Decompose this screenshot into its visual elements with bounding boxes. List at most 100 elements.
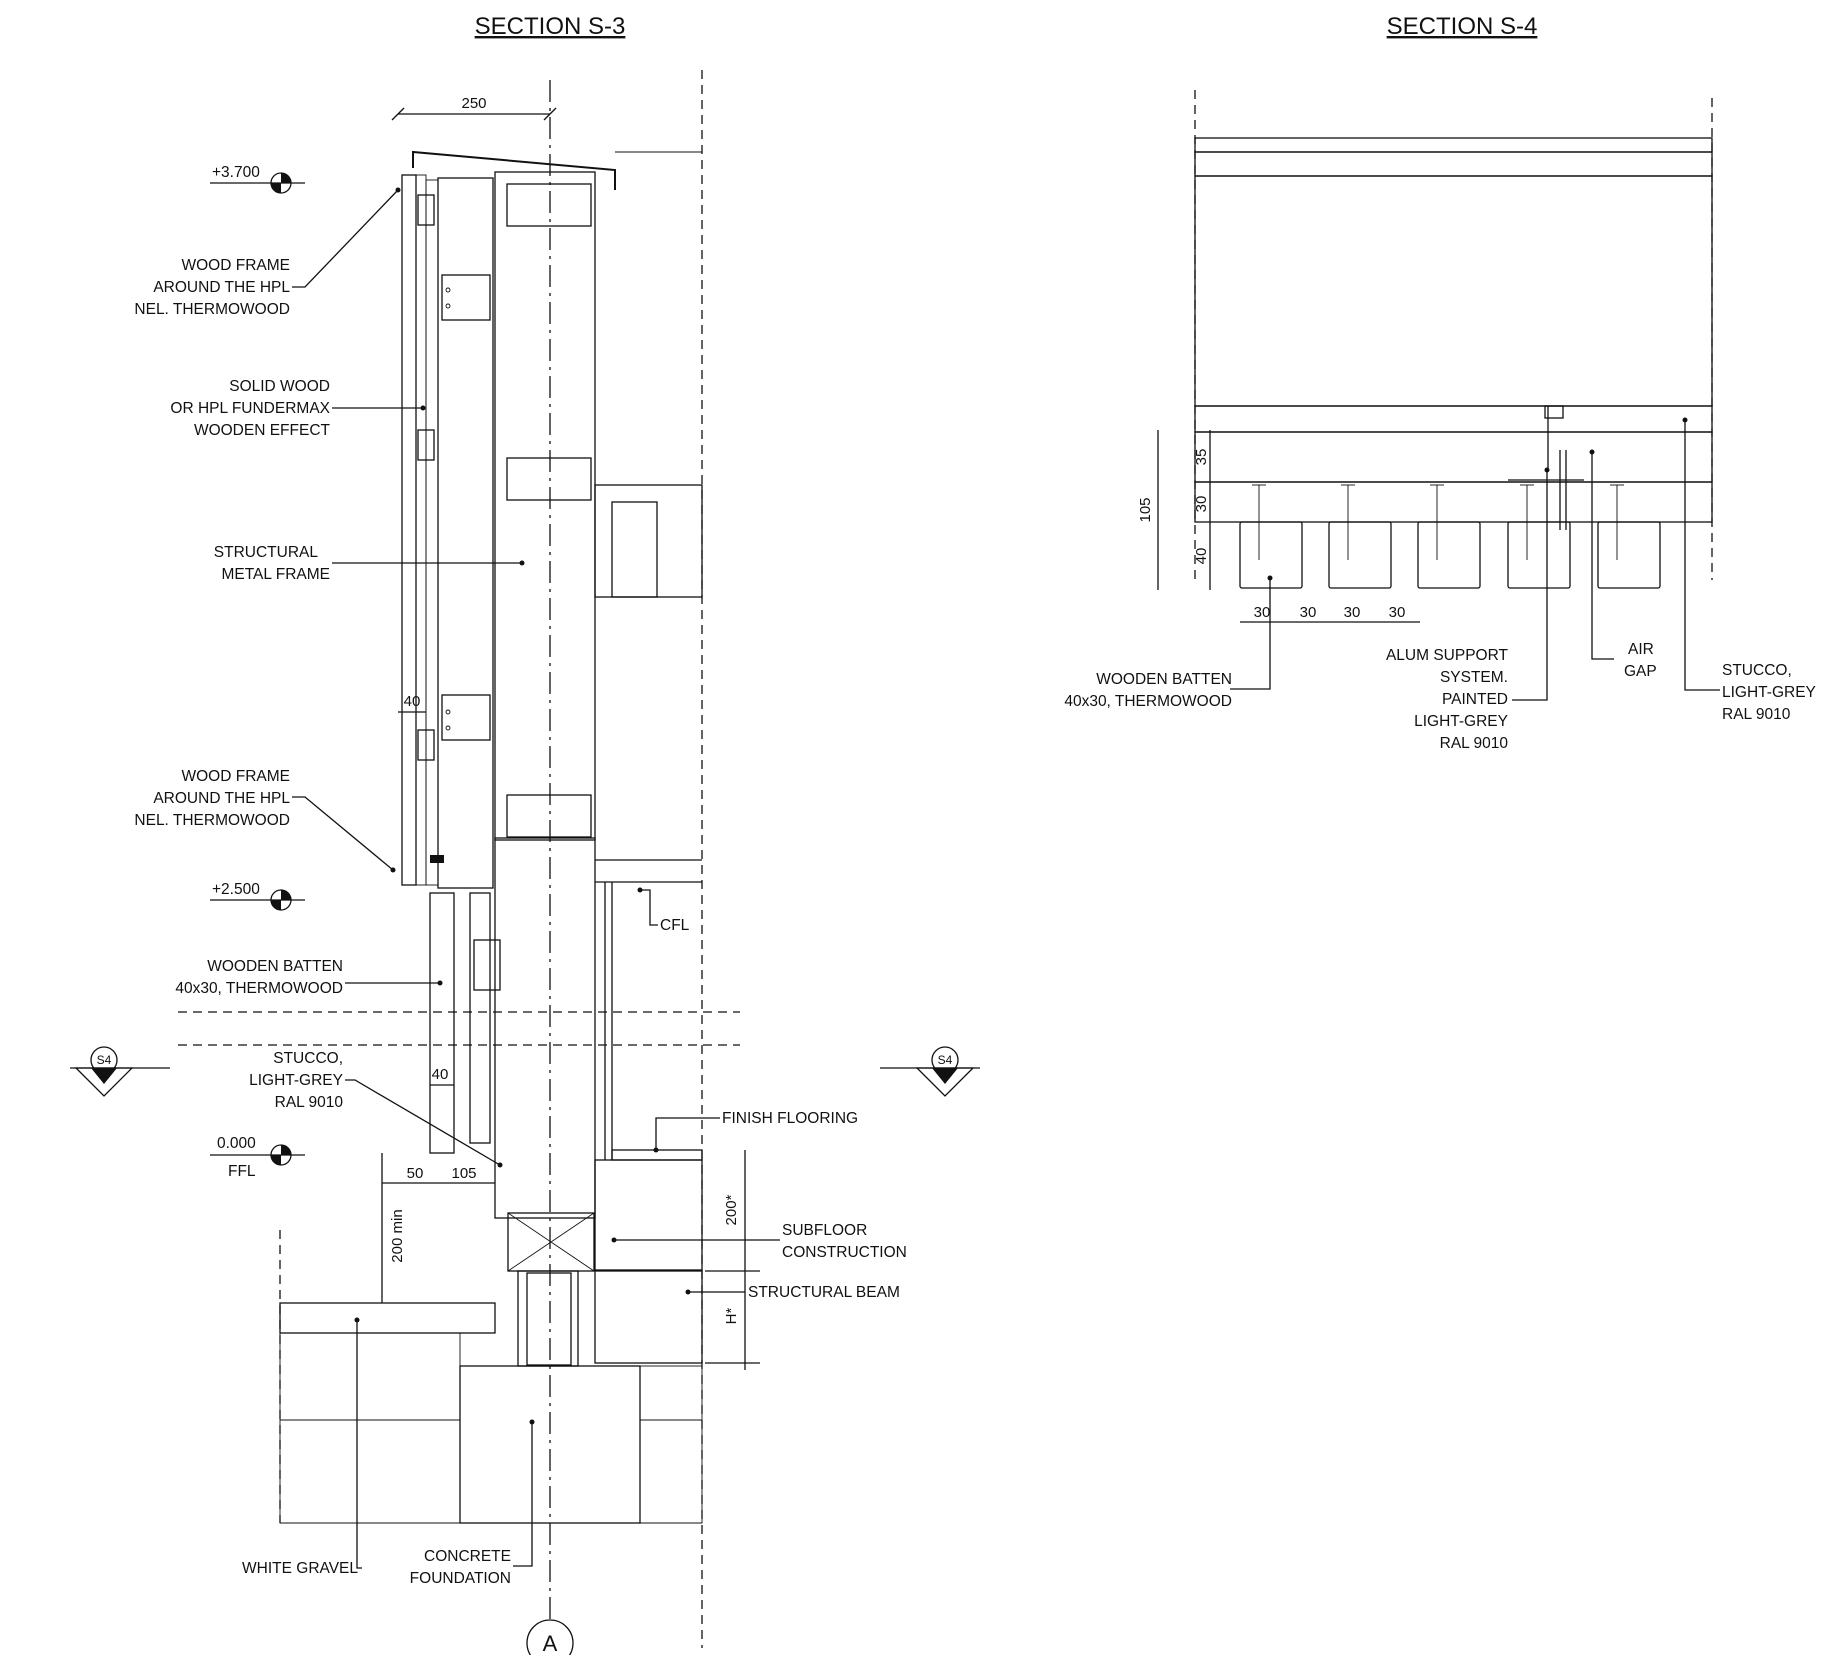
label-structural-metal-line1: STRUCTURAL [214, 544, 319, 561]
screws [1252, 484, 1624, 560]
leaders-s3 [292, 187, 780, 1569]
label-structural-beam: STRUCTURAL BEAM [748, 1284, 900, 1301]
svg-text:250: 250 [461, 95, 486, 112]
label-stucco-line1: STUCCO, [273, 1050, 343, 1067]
label-s4-stucco-line1: STUCCO, [1722, 662, 1792, 679]
level-floor-sub: FFL [228, 1163, 256, 1180]
section-mark-right: S4 [880, 1046, 980, 1097]
label-s4-stucco-line3: RAL 9010 [1722, 706, 1791, 723]
wall-core [1194, 175, 1713, 407]
level-marker-top: +3.700 [210, 164, 305, 194]
svg-text:40: 40 [432, 1066, 449, 1083]
label-alum-line3: PAINTED [1442, 691, 1508, 708]
svg-text:S4: S4 [938, 1053, 953, 1067]
steel-tube-3 [506, 794, 592, 838]
label-wood-frame-2-line3: NEL. THERMOWOOD [134, 812, 290, 829]
subfloor [594, 1159, 703, 1271]
dim-vertical-s4: 105 35 30 40 [1137, 430, 1211, 590]
label-alum-line2: SYSTEM. [1440, 669, 1508, 686]
leaders-s4 [1230, 417, 1720, 701]
section-mark-left: S4 [70, 1046, 170, 1097]
stucco-layer [1194, 405, 1713, 433]
section-s3-title: SECTION S-3 [475, 13, 626, 40]
label-s4-batten-line2: 40x30, THERMOWOOD [1064, 693, 1232, 710]
svg-text:200*: 200* [723, 1194, 740, 1225]
label-wood-frame-1-line1: WOOD FRAME [182, 257, 291, 274]
panel-clips [417, 194, 444, 863]
label-alum-line5: RAL 9010 [1440, 735, 1509, 752]
svg-text:30: 30 [1300, 604, 1317, 621]
label-subfloor-line1: SUBFLOOR [782, 1222, 867, 1239]
dim-40b: 40 [430, 1066, 454, 1086]
section-s4: 105 35 30 40 30 30 30 30 WOODEN BATTEN 4… [1064, 90, 1816, 752]
section-s4-title: SECTION S-4 [1387, 13, 1538, 40]
svg-text:40: 40 [404, 693, 421, 710]
labels-s4: WOODEN BATTEN 40x30, THERMOWOOD ALUM SUP… [1064, 641, 1816, 752]
structural-beam [594, 1270, 703, 1364]
svg-text:30: 30 [1344, 604, 1361, 621]
label-solid-wood-line2: OR HPL FUNDERMAX [170, 400, 330, 417]
steel-tube-2 [506, 457, 592, 501]
lower-batten [429, 892, 455, 1154]
svg-text:30: 30 [1389, 604, 1406, 621]
support-plank [1194, 481, 1713, 523]
level-top-label: +3.700 [212, 164, 260, 181]
label-alum-line4: LIGHT-GREY [1414, 713, 1508, 730]
label-alum-line1: ALUM SUPPORT [1386, 647, 1509, 664]
svg-text:A: A [543, 1631, 558, 1655]
label-concrete-line1: CONCRETE [424, 1548, 511, 1565]
earth-right [639, 1365, 703, 1524]
label-stucco-line2: LIGHT-GREY [249, 1072, 343, 1089]
label-wood-frame-2-line2: AROUND THE HPL [153, 790, 290, 807]
level-marker-floor: 0.000 FFL [210, 1135, 305, 1180]
level-mid-label: +2.500 [212, 881, 260, 898]
svg-text:35: 35 [1193, 449, 1210, 466]
svg-text:H*: H* [723, 1308, 740, 1325]
battens [1239, 521, 1661, 589]
svg-text:30: 30 [1193, 496, 1210, 513]
lower-wall [494, 837, 596, 1219]
air-gap [1194, 431, 1713, 483]
label-batten-line2: 40x30, THERMOWOOD [175, 980, 343, 997]
svg-text:105: 105 [451, 1165, 476, 1182]
insulated-wall [494, 171, 596, 841]
top-finish [1194, 137, 1713, 153]
dim-horizontal-s4: 30 30 30 30 [1240, 604, 1420, 623]
label-solid-wood-line3: WOODEN EFFECT [194, 422, 331, 439]
labels-s3: WOOD FRAME AROUND THE HPL NEL. THERMOWOO… [134, 257, 906, 1587]
white-gravel [279, 1302, 496, 1334]
roof-cap [412, 150, 616, 190]
label-stucco-line3: RAL 9010 [275, 1094, 344, 1111]
alum-support [1508, 405, 1584, 530]
svg-text:S4: S4 [97, 1053, 112, 1067]
dim-50-105: 50 105 200 min [381, 1153, 495, 1303]
svg-text:105: 105 [1137, 497, 1154, 522]
label-s4-batten-line1: WOODEN BATTEN [1096, 671, 1232, 688]
concrete-foundation [459, 1365, 641, 1524]
level-marker-mid: +2.500 [210, 881, 305, 911]
label-wood-frame-2-line1: WOOD FRAME [182, 768, 291, 785]
label-air-gap-line1: AIR [1628, 641, 1654, 658]
dim-right: 200* H* [705, 1150, 760, 1370]
svg-text:40: 40 [1193, 548, 1210, 565]
label-finish-flooring: FINISH FLOORING [722, 1110, 858, 1127]
level-floor-label: 0.000 [217, 1135, 256, 1152]
section-s3: +3.700 +2.500 0.000 FFL 250 40 40 [70, 70, 980, 1655]
svg-text:200 min: 200 min [389, 1209, 406, 1262]
label-wood-frame-1-line3: NEL. THERMOWOOD [134, 301, 290, 318]
grid-bubble-a: A [526, 1619, 574, 1655]
svg-text:50: 50 [407, 1165, 424, 1182]
dim-250: 250 [391, 95, 557, 121]
svg-text:30: 30 [1254, 604, 1271, 621]
label-concrete-line2: FOUNDATION [410, 1570, 511, 1587]
label-batten-line1: WOODEN BATTEN [207, 958, 343, 975]
label-subfloor-line2: CONSTRUCTION [782, 1244, 907, 1261]
label-structural-metal-line2: METAL FRAME [221, 566, 330, 583]
label-white-gravel: WHITE GRAVEL [242, 1560, 358, 1577]
label-air-gap-line2: GAP [1624, 663, 1657, 680]
label-cfl: CFL [660, 917, 690, 934]
hpl-panel [401, 174, 417, 886]
dim-40a: 40 [398, 693, 426, 713]
label-solid-wood-line1: SOLID WOOD [229, 378, 330, 395]
